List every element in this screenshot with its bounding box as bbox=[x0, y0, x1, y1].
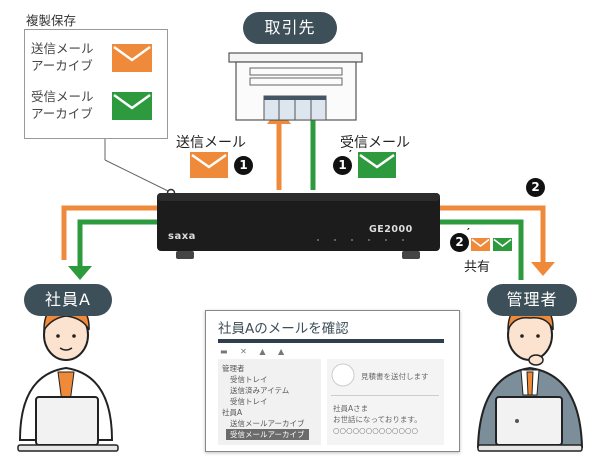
folder-item[interactable]: 社員A bbox=[222, 408, 243, 417]
step-badge: 1 bbox=[234, 156, 253, 175]
orange-line-employee bbox=[61, 205, 160, 260]
mail-envelope-icon bbox=[471, 238, 490, 251]
screen-title: 社員Aのメールを確認 bbox=[218, 321, 349, 337]
saxa-device-icon bbox=[157, 193, 440, 259]
screen-header-bar bbox=[218, 339, 444, 343]
received-archive-label: 受信メール アーカイブ bbox=[31, 89, 94, 121]
archive-panel: 送信メール アーカイブ 受信メール アーカイブ bbox=[24, 29, 168, 139]
prime-mark: ′ bbox=[467, 226, 470, 239]
orange-line-admin bbox=[436, 205, 546, 264]
sent-mail-label: 送信メール bbox=[176, 135, 246, 151]
folder-item-selected[interactable]: 受信メールアーカイブ bbox=[226, 429, 309, 440]
received-mail-label: 受信メール bbox=[340, 135, 410, 151]
admin-laptop-icon bbox=[477, 396, 583, 452]
green-arrow-employee bbox=[68, 266, 92, 280]
message-pane: 見積書を送付します 社員Aさま お世話になっております。 ○○○○○○○○○○○… bbox=[327, 359, 444, 445]
archive-title: 複製保存 bbox=[26, 13, 77, 28]
prime-mark: ′ bbox=[349, 148, 352, 161]
mail-client-screen: 社員Aのメールを確認 ▬ ✕ ▲ ▲ 管理者 受信トレイ 送信済みアイテム 受信… bbox=[205, 310, 460, 452]
folder-item[interactable]: 管理者 bbox=[222, 364, 245, 373]
folder-list: 管理者 受信トレイ 送信済みアイテム 受信トレイ 社員A 送信メールアーカイブ … bbox=[218, 359, 321, 445]
message-subject: 見積書を送付します bbox=[361, 372, 429, 381]
avatar bbox=[331, 363, 355, 387]
step-badge: 2 bbox=[450, 233, 469, 252]
mail-envelope-icon bbox=[112, 44, 152, 72]
employee-label: 社員A bbox=[24, 284, 112, 316]
green-line-admin bbox=[436, 219, 524, 280]
folder-item[interactable]: 受信トレイ bbox=[230, 375, 268, 384]
shared-label: 共有 bbox=[464, 260, 491, 275]
sent-archive-label: 送信メール アーカイブ bbox=[31, 41, 94, 73]
employee-laptop-icon bbox=[17, 396, 119, 452]
orange-arrow-admin bbox=[531, 262, 555, 276]
toolbar-icons: ▬ ✕ ▲ ▲ bbox=[220, 347, 290, 356]
green-line-employee bbox=[77, 219, 160, 268]
folder-item[interactable]: 送信済みアイテム bbox=[230, 386, 290, 395]
mail-envelope-icon bbox=[190, 152, 228, 178]
step-badge: 2 bbox=[526, 178, 545, 197]
message-greeting: 社員Aさま bbox=[333, 404, 369, 413]
folder-item[interactable]: 受信トレイ bbox=[230, 397, 268, 406]
mail-envelope-icon bbox=[493, 238, 512, 251]
step-badge: 1 bbox=[333, 156, 352, 175]
folder-item[interactable]: 送信メールアーカイブ bbox=[230, 419, 305, 428]
building-icon bbox=[228, 52, 363, 121]
mail-envelope-icon bbox=[112, 92, 152, 120]
admin-label: 管理者 bbox=[487, 284, 577, 316]
message-placeholder: ○○○○○○○○○○○○○ bbox=[333, 426, 419, 435]
partner-label: 取引先 bbox=[243, 12, 337, 44]
message-body: お世話になっております。 bbox=[333, 415, 422, 424]
device-brand: saxa bbox=[168, 231, 196, 242]
device-model: GE2000 bbox=[369, 224, 413, 235]
mail-envelope-icon bbox=[358, 152, 396, 178]
